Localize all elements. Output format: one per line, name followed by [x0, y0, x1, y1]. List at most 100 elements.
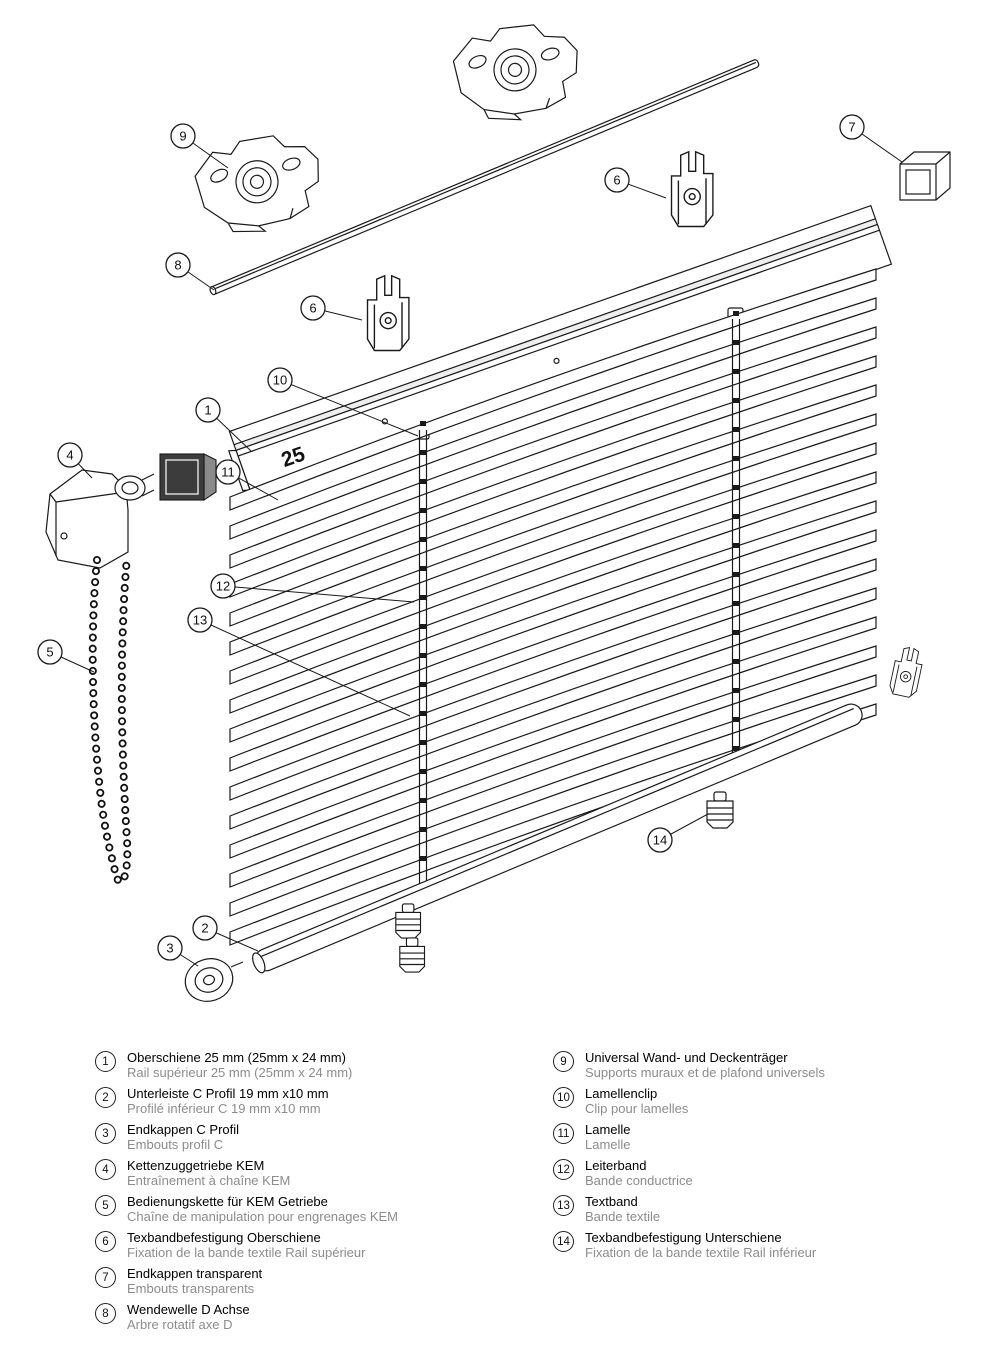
legend-de-7: Endkappen transparent — [127, 1266, 263, 1281]
callout-13: 13 — [187, 607, 213, 633]
legend-fr-2: Profilé inférieur C 19 mm x10 mm — [127, 1101, 321, 1116]
legend-num-11: 11 — [553, 1123, 574, 1144]
legend-item-4: 4 Kettenzuggetriebe KEM Entraînement à c… — [95, 1158, 515, 1188]
svg-text:3: 3 — [166, 941, 173, 956]
legend-de-4: Kettenzuggetriebe KEM — [127, 1158, 265, 1173]
slat — [229, 529, 877, 772]
legend-num-13: 13 — [553, 1195, 574, 1216]
slat — [229, 674, 877, 917]
legend-fr-4: Entraînement à chaîne KEM — [127, 1173, 291, 1188]
slat — [229, 587, 877, 830]
callout-5: 5 — [37, 639, 63, 665]
callout-4: 4 — [57, 442, 83, 468]
legend-fr-6: Fixation de la bande textile Rail supéri… — [127, 1245, 366, 1260]
callout-8: 8 — [165, 252, 191, 278]
callout-7: 7 — [839, 114, 865, 140]
control-chain — [88, 552, 132, 886]
legend-item-12: 12 Leiterband Bande conductrice — [553, 1158, 973, 1188]
slat — [229, 355, 877, 598]
legend-fr-5: Chaîne de manipulation pour engrenages K… — [127, 1209, 399, 1224]
svg-text:11: 11 — [221, 465, 235, 480]
legend-item-14: 14 Texbandbefestigung Unterschiene Fixat… — [553, 1230, 973, 1260]
callout-6a: 6 — [604, 167, 630, 193]
tilt-rod — [209, 59, 760, 296]
callout-3: 3 — [157, 935, 183, 961]
headrail: 25 — [227, 204, 893, 492]
svg-text:6: 6 — [613, 173, 620, 188]
slat-stack — [229, 268, 877, 946]
legend-fr-3: Embouts profil C — [127, 1137, 224, 1152]
legend-fr-8: Arbre rotatif axe D — [127, 1317, 233, 1332]
svg-text:9: 9 — [179, 129, 186, 144]
slat — [229, 413, 877, 656]
legend-de-10: Lamellenclip — [585, 1086, 658, 1101]
legend-num-4: 4 — [95, 1159, 116, 1180]
legend-fr-14: Fixation de la bande textile Rail inféri… — [585, 1245, 817, 1260]
slat — [229, 326, 877, 569]
band-clip-top-left — [366, 275, 410, 352]
kem-gear — [45, 469, 155, 569]
legend-item-8: 8 Wendewelle D Achse Arbre rotatif axe D — [95, 1302, 515, 1332]
legend-item-3: 3 Endkappen C Profil Embouts profil C — [95, 1122, 515, 1152]
slat — [229, 471, 877, 714]
band-clip-bottom-left-2 — [399, 937, 426, 973]
endcap-transparent — [899, 151, 951, 201]
legend-item-2: 2 Unterleiste C Profil 19 mm x10 mm Prof… — [95, 1086, 515, 1116]
callout-14: 14 — [647, 827, 673, 853]
legend-de-5: Bedienungskette für KEM Getriebe — [127, 1194, 328, 1209]
svg-text:4: 4 — [66, 448, 73, 463]
legend-item-9: 9 Universal Wand- und Deckenträger Suppo… — [553, 1050, 973, 1080]
legend-item-7: 7 Endkappen transparent Embouts transpar… — [95, 1266, 515, 1296]
legend-num-3: 3 — [95, 1123, 116, 1144]
legend-fr-7: Embouts transparents — [127, 1281, 255, 1296]
legend-num-8: 8 — [95, 1303, 116, 1324]
legend-de-8: Wendewelle D Achse — [127, 1302, 250, 1317]
svg-text:2: 2 — [201, 921, 208, 936]
slat — [229, 384, 877, 627]
legend-item-5: 5 Bedienungskette für KEM Getriebe Chaîn… — [95, 1194, 515, 1224]
callout-6b: 6 — [300, 295, 326, 321]
ladder-tape-left — [418, 421, 428, 890]
ladder-tape-right — [731, 311, 741, 763]
legend-item-10: 10 Lamellenclip Clip pour lamelles — [553, 1086, 973, 1116]
side-clip-right — [887, 644, 926, 699]
legend-de-3: Endkappen C Profil — [127, 1122, 240, 1137]
bottomrail-endcap — [184, 958, 244, 1002]
legend-de-11: Lamelle — [585, 1122, 631, 1137]
legend-de-9: Universal Wand- und Deckenträger — [585, 1050, 788, 1065]
callout-11: 11 — [215, 459, 241, 485]
svg-text:14: 14 — [653, 833, 667, 848]
legend-fr-10: Clip pour lamelles — [585, 1101, 689, 1116]
legend-fr-1: Rail supérieur 25 mm (25mm x 24 mm) — [127, 1065, 353, 1080]
callout-10: 10 — [267, 367, 293, 393]
legend-num-1: 1 — [95, 1051, 116, 1072]
legend-item-13: 13 Textband Bande textile — [553, 1194, 973, 1224]
legend-item-1: 1 Oberschiene 25 mm (25mm x 24 mm) Rail … — [95, 1050, 515, 1080]
legend-num-5: 5 — [95, 1195, 116, 1216]
legend-fr-11: Lamelle — [585, 1137, 631, 1152]
svg-text:13: 13 — [193, 613, 207, 628]
legend-num-6: 6 — [95, 1231, 116, 1252]
wall-bracket-center — [451, 22, 582, 124]
legend-num-9: 9 — [553, 1051, 574, 1072]
callout-1: 1 — [195, 397, 221, 423]
slat — [229, 297, 877, 540]
svg-text:7: 7 — [848, 120, 855, 135]
legend-fr-13: Bande textile — [585, 1209, 661, 1224]
svg-text:1: 1 — [204, 403, 211, 418]
band-clip-top-right — [670, 151, 714, 228]
slat — [229, 500, 877, 743]
legend-de-2: Unterleiste C Profil 19 mm x10 mm — [127, 1086, 329, 1101]
callout-2: 2 — [192, 915, 218, 941]
legend-fr-12: Bande conductrice — [585, 1173, 693, 1188]
legend-num-10: 10 — [553, 1087, 574, 1108]
svg-text:12: 12 — [216, 579, 230, 594]
legend-de-13: Textband — [585, 1194, 638, 1209]
legend-fr-9: Supports muraux et de plafond universels — [585, 1065, 825, 1080]
legend-left-column: 1 Oberschiene 25 mm (25mm x 24 mm) Rail … — [95, 1050, 515, 1338]
legend-num-14: 14 — [553, 1231, 574, 1252]
legend-item-11: 11 Lamelle Lamelle — [553, 1122, 973, 1152]
legend-de-14: Texbandbefestigung Unterschiene — [585, 1230, 782, 1245]
legend-num-7: 7 — [95, 1267, 116, 1288]
